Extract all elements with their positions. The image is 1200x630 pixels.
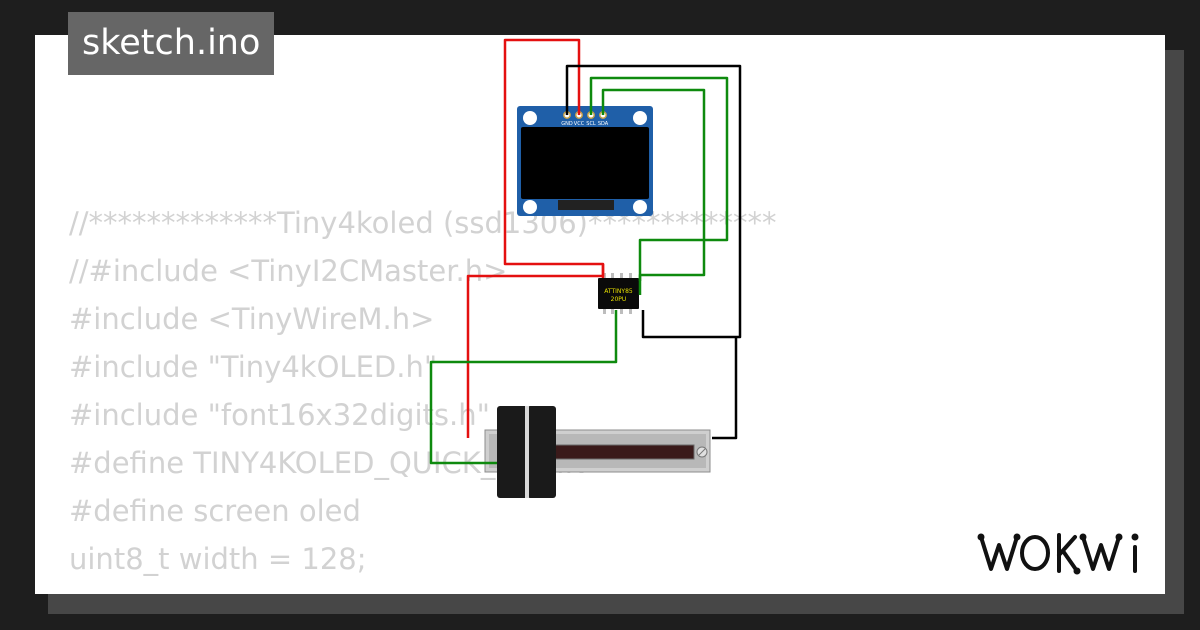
pin-label: SCL (586, 121, 596, 127)
oled-ribbon (558, 200, 614, 210)
wire-pot-gnd[interactable] (712, 337, 738, 440)
wire-pot-signal[interactable] (429, 310, 618, 465)
pot-knob-groove (525, 406, 529, 498)
code-line: #define screen oled (69, 494, 361, 528)
wire-pot-vcc[interactable] (466, 264, 605, 438)
sketch-title[interactable]: sketch.ino (68, 12, 275, 75)
code-line: //#include <TinyI2CMaster.h> (69, 254, 508, 288)
pin-label: VCC (574, 121, 585, 127)
project-preview-card[interactable]: //*************Tiny4koled (ssd1306)*****… (35, 35, 1165, 594)
chip-label-line2: 20PU (611, 296, 627, 303)
pin-label: GND (561, 121, 573, 127)
mount-hole (633, 111, 647, 125)
code-line: //*************Tiny4koled (ssd1306)*****… (69, 206, 777, 240)
screw-slot (698, 448, 706, 456)
pot-slot (549, 444, 695, 460)
pot-knob-right (527, 406, 556, 498)
wires (429, 38, 742, 465)
chip-label-line1: ATTINY85 (604, 288, 633, 295)
code-line: #include "font16x32digits.h" (69, 398, 490, 432)
pin-label: SDA (598, 121, 609, 127)
attiny85-chip[interactable]: ATTINY85 20PU (598, 273, 639, 314)
oled-display[interactable]: GND VCC SCL SDA (517, 106, 653, 216)
wire-gnd[interactable] (565, 64, 742, 339)
code-line: #include "Tiny4kOLED.h" (69, 350, 438, 384)
mount-hole (523, 111, 537, 125)
chip-legs (603, 273, 632, 314)
oled-screen (521, 127, 649, 199)
slide-potentiometer[interactable] (484, 406, 711, 498)
pot-knob[interactable] (497, 406, 556, 498)
code-line: uint8_t width = 128; (69, 542, 367, 576)
chip-body (598, 278, 639, 309)
mount-hole (523, 200, 537, 214)
code-line: #include <TinyWireM.h> (69, 302, 435, 336)
circuit-diagram: GND VCC SCL SDA ATTINY85 20PU (429, 38, 742, 498)
wire-scl[interactable] (589, 76, 729, 281)
mount-hole (633, 200, 647, 214)
wokwi-logo[interactable] (975, 525, 1155, 581)
code-line: uint8_t height = 64; (69, 583, 777, 594)
pot-knob-left (497, 406, 528, 498)
wire-sda[interactable] (601, 88, 706, 295)
